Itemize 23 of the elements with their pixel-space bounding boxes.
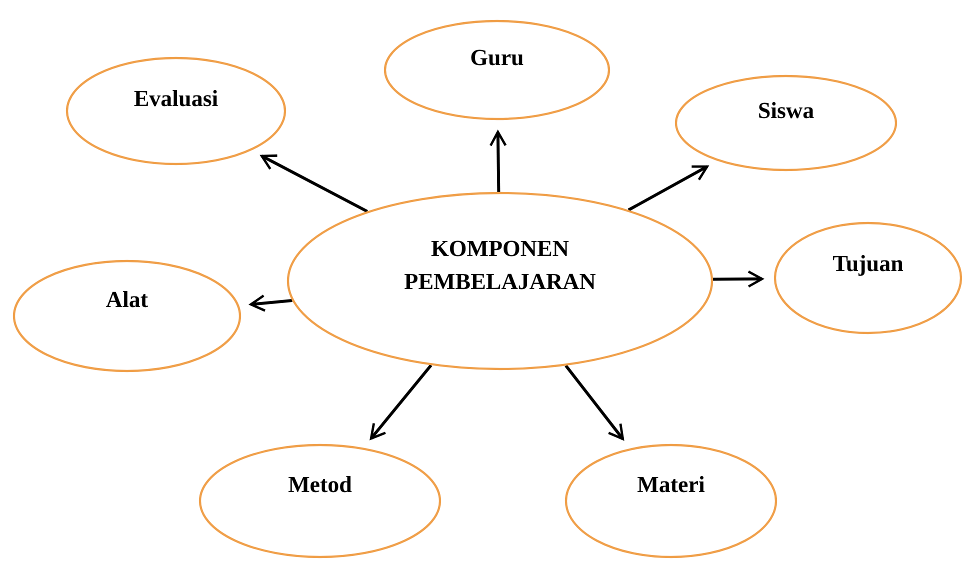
arrow: [489, 130, 507, 192]
oval-node: [774, 222, 962, 334]
arrow: [712, 270, 764, 288]
node-label: KOMPONEN PEMBELAJARAN: [403, 234, 597, 296]
oval-node: [199, 444, 441, 558]
arrow: [628, 165, 708, 212]
node-label: Siswa: [758, 97, 814, 126]
node-label: Materi: [637, 471, 705, 500]
node-label: Alat: [106, 286, 148, 314]
oval-node: [13, 260, 241, 372]
node-label: Tujuan: [832, 250, 904, 278]
oval-node: [384, 20, 610, 120]
node-label: Metod: [288, 471, 352, 500]
arrow: [250, 294, 292, 312]
node-label: Evaluasi: [134, 85, 218, 114]
arrow: [370, 364, 432, 440]
node-label: Guru: [470, 44, 524, 72]
arrow: [564, 364, 624, 440]
arrow: [260, 154, 368, 213]
oval-node: [287, 192, 713, 370]
oval-node: [66, 57, 286, 165]
oval-node: [565, 444, 777, 558]
oval-node: [675, 75, 897, 171]
